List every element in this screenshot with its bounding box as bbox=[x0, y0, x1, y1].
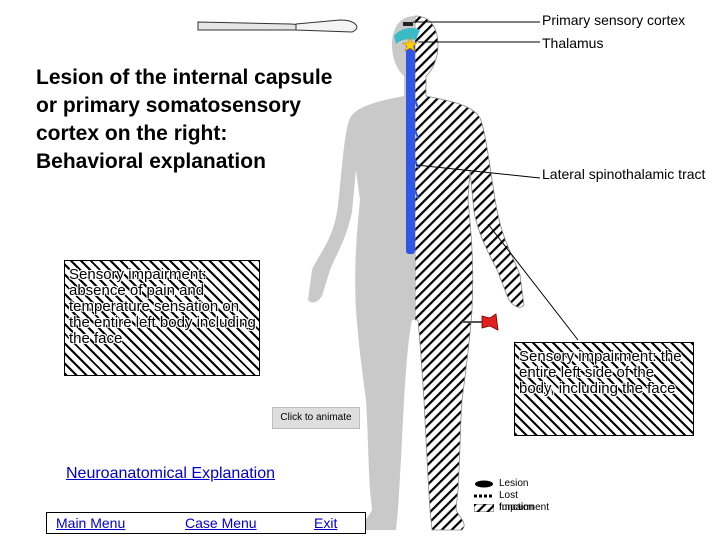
body-right-half bbox=[415, 15, 525, 531]
label-thalamus: Thalamus bbox=[542, 35, 604, 51]
impairment-legend-icon bbox=[474, 504, 494, 512]
lost-function-legend-icon bbox=[474, 494, 494, 498]
pin-icon bbox=[462, 313, 499, 331]
exit-link[interactable]: Exit bbox=[314, 515, 338, 531]
lesion-legend-icon bbox=[475, 480, 493, 488]
impaired-body-half bbox=[415, 15, 525, 531]
lesion-star-icon bbox=[402, 37, 418, 52]
main-menu-link[interactable]: Main Menu bbox=[56, 515, 126, 531]
body-left-half bbox=[308, 16, 415, 530]
right-impairment-box: Sensory impairment: the entire left side… bbox=[514, 342, 694, 436]
legend-impairment: Impairment bbox=[499, 502, 550, 513]
legend-lesion: Lesion bbox=[499, 478, 529, 489]
label-lateral-spinothalamic-tract: Lateral spinothalamic tract bbox=[542, 166, 706, 182]
label-primary-sensory-cortex: Primary sensory cortex bbox=[542, 12, 686, 28]
primary-sensory-cortex bbox=[394, 28, 420, 44]
legend-lost-function: Lost function bbox=[499, 490, 535, 513]
neuroanatomical-explanation-link[interactable]: Neuroanatomical Explanation bbox=[66, 465, 276, 482]
animate-button[interactable]: Click to animate bbox=[272, 407, 360, 429]
left-impairment-text: Sensory impairment: absence of pain and … bbox=[69, 266, 256, 347]
case-menu-link[interactable]: Case Menu bbox=[185, 515, 257, 531]
left-impairment-box: Sensory impairment: absence of pain and … bbox=[64, 260, 260, 376]
nav-bar: Main Menu Case Menu Exit bbox=[46, 512, 366, 534]
unaffected-body-half bbox=[308, 16, 415, 530]
tract-crossings bbox=[414, 99, 419, 199]
lesion-marker bbox=[403, 22, 413, 26]
spinothalamic-tract bbox=[406, 44, 415, 254]
page-title: Lesion of the internal capsule or primar… bbox=[36, 66, 333, 173]
right-impairment-text: Sensory impairment: the entire left side… bbox=[519, 348, 682, 397]
scalpel-icon bbox=[197, 19, 358, 33]
